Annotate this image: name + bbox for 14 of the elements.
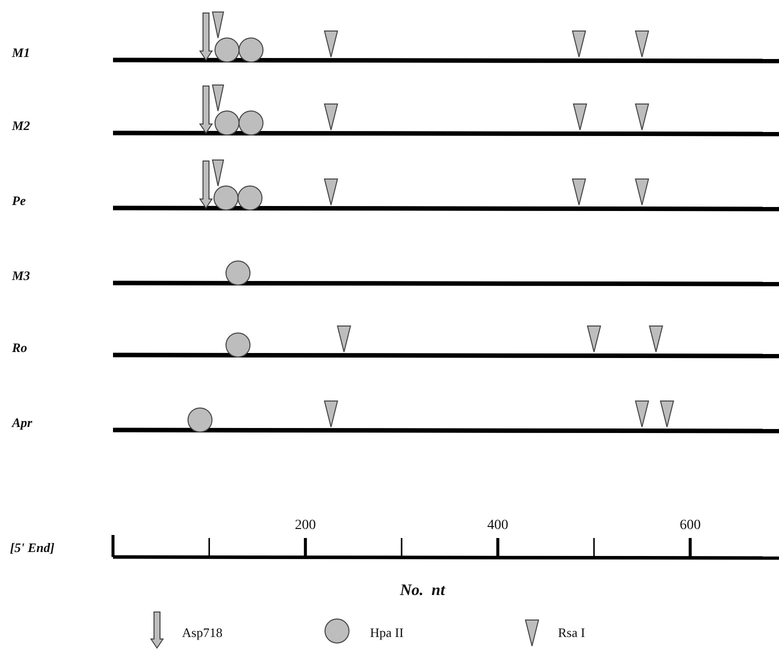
legend-label: Rsa I <box>558 626 586 639</box>
sequence-label: M1 <box>12 46 30 59</box>
axis-end-label: [5' End] <box>10 541 54 554</box>
tick-label: 200 <box>294 519 316 533</box>
legend-label: Asp718 <box>182 626 222 639</box>
sequence-label: Apr <box>12 416 32 429</box>
sequence-label: M3 <box>12 269 30 282</box>
sequence-label: Pe <box>12 194 26 207</box>
tick-label: 600 <box>680 519 701 533</box>
axis-title: No. nt <box>400 583 445 599</box>
tick-label: 400 <box>487 519 508 533</box>
legend-label: Hpa II <box>370 626 404 639</box>
sequence-label: M2 <box>12 119 30 132</box>
sequence-label: Ro <box>12 341 28 354</box>
